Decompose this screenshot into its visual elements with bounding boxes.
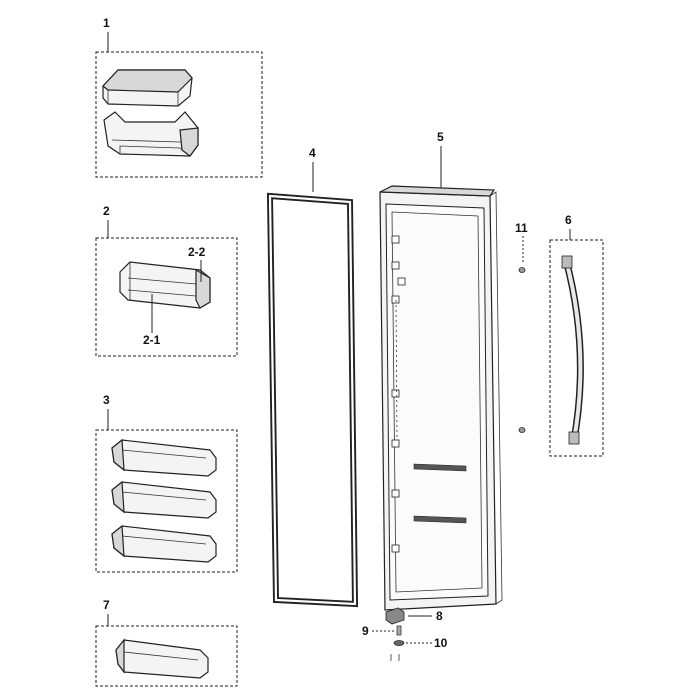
screw-part-11: 11 bbox=[515, 221, 528, 433]
hinge-pin-part-9 bbox=[396, 625, 402, 636]
group-1-box bbox=[95, 51, 263, 178]
door-gasket-part: 4 bbox=[266, 146, 359, 608]
callout-4: 4 bbox=[309, 146, 316, 160]
callout-9: 9 bbox=[362, 624, 369, 638]
handle-part-group-6: 6 bbox=[549, 213, 604, 457]
callout-3: 3 bbox=[103, 393, 110, 407]
group-2-box bbox=[95, 237, 238, 357]
callout-2-1: 2-1 bbox=[143, 333, 161, 347]
callout-6: 6 bbox=[565, 213, 572, 227]
group-6-box bbox=[549, 239, 604, 457]
part-group-1: 1 bbox=[95, 16, 263, 178]
part-group-7: 7 bbox=[95, 598, 238, 687]
washer-part-10 bbox=[393, 640, 405, 646]
small-door-bin-part bbox=[115, 638, 209, 679]
part-group-3: 3 bbox=[95, 393, 238, 573]
group-7-box bbox=[95, 625, 238, 687]
hinge-parts-group: 8 9 10 bbox=[362, 607, 448, 661]
door-bin-part-a bbox=[111, 438, 217, 477]
door-bin-part-b bbox=[111, 480, 217, 519]
part-group-2: 2 2-2 2-1 bbox=[95, 204, 238, 357]
door-bin-part-c bbox=[111, 524, 217, 563]
callout-2: 2 bbox=[103, 204, 110, 218]
callout-1: 1 bbox=[103, 16, 110, 30]
group-3-box bbox=[95, 429, 238, 573]
door-guard-part bbox=[102, 69, 193, 107]
callout-8: 8 bbox=[436, 609, 443, 623]
callout-7: 7 bbox=[103, 598, 110, 612]
callout-2-2: 2-2 bbox=[188, 245, 206, 259]
door-assembly-part: 5 bbox=[379, 130, 503, 611]
hinge-part-8 bbox=[385, 607, 405, 625]
callout-10: 10 bbox=[434, 636, 448, 650]
door-shelf-part bbox=[103, 111, 199, 157]
callout-5: 5 bbox=[437, 130, 444, 144]
dairy-shelf-part bbox=[119, 261, 211, 309]
callout-11: 11 bbox=[515, 221, 528, 235]
